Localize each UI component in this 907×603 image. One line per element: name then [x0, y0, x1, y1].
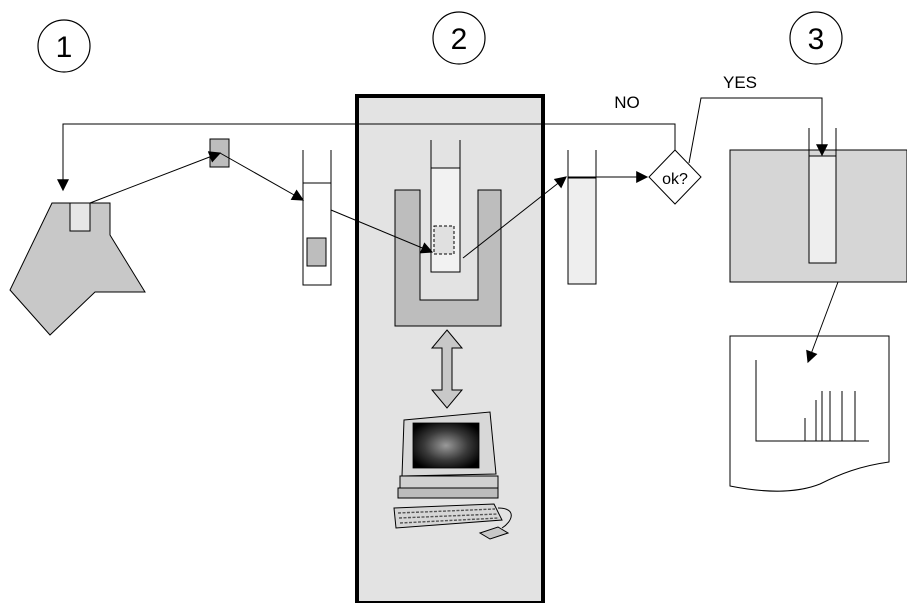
- test-tube-after-icon: [567, 150, 597, 285]
- arrow-chamber-to-tube: [462, 176, 567, 259]
- spectrum-document-icon: [729, 335, 890, 492]
- step-1-label: 1: [37, 19, 91, 73]
- arrow-sample-to-tube: [219, 152, 305, 201]
- step-3-number: 3: [808, 23, 825, 56]
- no-return-arrow: [57, 123, 676, 192]
- double-arrow-icon: [430, 329, 464, 409]
- decision-label: ok?: [662, 171, 688, 188]
- arrow-bath-to-spectrum: [806, 281, 839, 364]
- u-shaped-chamber-icon: [394, 140, 502, 327]
- step-2-label: 2: [432, 11, 486, 65]
- decision-diamond: ok?: [648, 149, 702, 205]
- test-tube-in-bath-icon: [808, 128, 837, 264]
- yes-arrow: [688, 97, 828, 164]
- yes-label: YES: [723, 73, 757, 92]
- funnel-holder-icon: [9, 202, 146, 336]
- no-label: NO: [614, 93, 640, 112]
- arrow-tube-to-chamber: [330, 209, 434, 254]
- step-1-number: 1: [56, 31, 73, 64]
- desktop-computer-icon: [393, 411, 512, 540]
- test-tube-before-icon: [302, 150, 332, 286]
- step-3-label: 3: [789, 11, 843, 65]
- step-2-number: 2: [451, 23, 468, 56]
- arrow-source-to-sample: [89, 151, 222, 204]
